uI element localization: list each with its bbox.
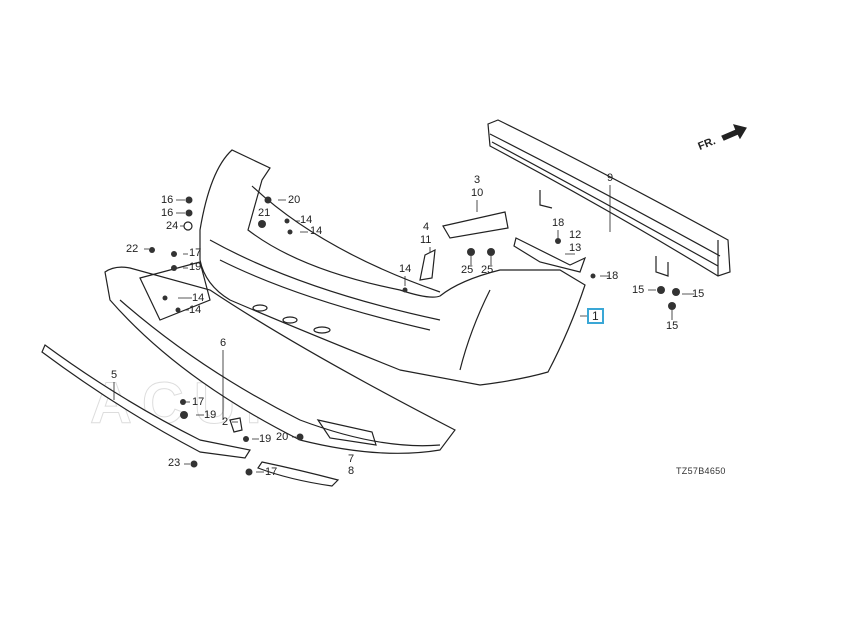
cap-part-2[interactable] [229,417,243,433]
reflector-part-7[interactable] [257,461,340,487]
callout-6[interactable]: 6 [220,337,227,349]
callout-12[interactable]: 12 [569,229,582,241]
callout-8[interactable]: 8 [348,465,355,477]
bracket-part-3[interactable] [442,211,509,239]
fasteners [149,196,680,476]
callout-17[interactable]: 17 [192,396,205,408]
callout-14[interactable]: 14 [310,225,323,237]
callout-15[interactable]: 15 [692,288,705,300]
callout-21[interactable]: 21 [258,207,271,219]
callout-2[interactable]: 2 [222,416,229,428]
callout-18[interactable]: 18 [552,217,565,229]
callout-3[interactable]: 3 [474,174,481,186]
callout-17[interactable]: 17 [189,247,202,259]
callout-14[interactable]: 14 [192,292,205,304]
callout-25[interactable]: 25 [481,264,494,276]
callout-9[interactable]: 9 [607,172,614,184]
callout-17[interactable]: 17 [265,466,278,478]
callout-20[interactable]: 20 [288,194,301,206]
lower-garnish-part-6[interactable] [104,261,456,454]
callout-10[interactable]: 10 [471,187,484,199]
callout-24[interactable]: 24 [166,220,179,232]
callout-16[interactable]: 16 [161,194,174,206]
callout-14[interactable]: 14 [300,214,313,226]
callout-25[interactable]: 25 [461,264,474,276]
callout-16[interactable]: 16 [161,207,174,219]
callout-19[interactable]: 19 [259,433,272,445]
diagram-code: TZ57B4650 [676,466,726,476]
callout-20[interactable]: 20 [276,431,289,443]
callout-13[interactable]: 13 [569,242,582,254]
callout-15[interactable]: 15 [632,284,645,296]
leader-lines [113,185,694,473]
callout-18[interactable]: 18 [606,270,619,282]
callout-5[interactable]: 5 [111,369,118,381]
callout-19[interactable]: 19 [189,261,202,273]
callout-4[interactable]: 4 [423,221,430,233]
callout-11[interactable]: 11 [420,234,432,246]
callout-23[interactable]: 23 [168,457,181,469]
callout-14[interactable]: 14 [399,263,412,275]
callout-22[interactable]: 22 [126,243,139,255]
side-strip-part-5[interactable] [41,344,251,459]
spacer-part-4[interactable] [419,248,436,281]
callout-1-highlighted[interactable]: 1 [587,308,604,324]
bracket-part-12[interactable] [513,237,587,273]
bumper-beam-part-9[interactable] [487,119,731,277]
callout-15[interactable]: 15 [666,320,679,332]
callout-7[interactable]: 7 [348,453,355,465]
callout-14[interactable]: 14 [189,304,202,316]
front-arrow-icon [721,124,747,141]
callout-19[interactable]: 19 [204,409,217,421]
o-ring-part-24 [183,221,193,231]
